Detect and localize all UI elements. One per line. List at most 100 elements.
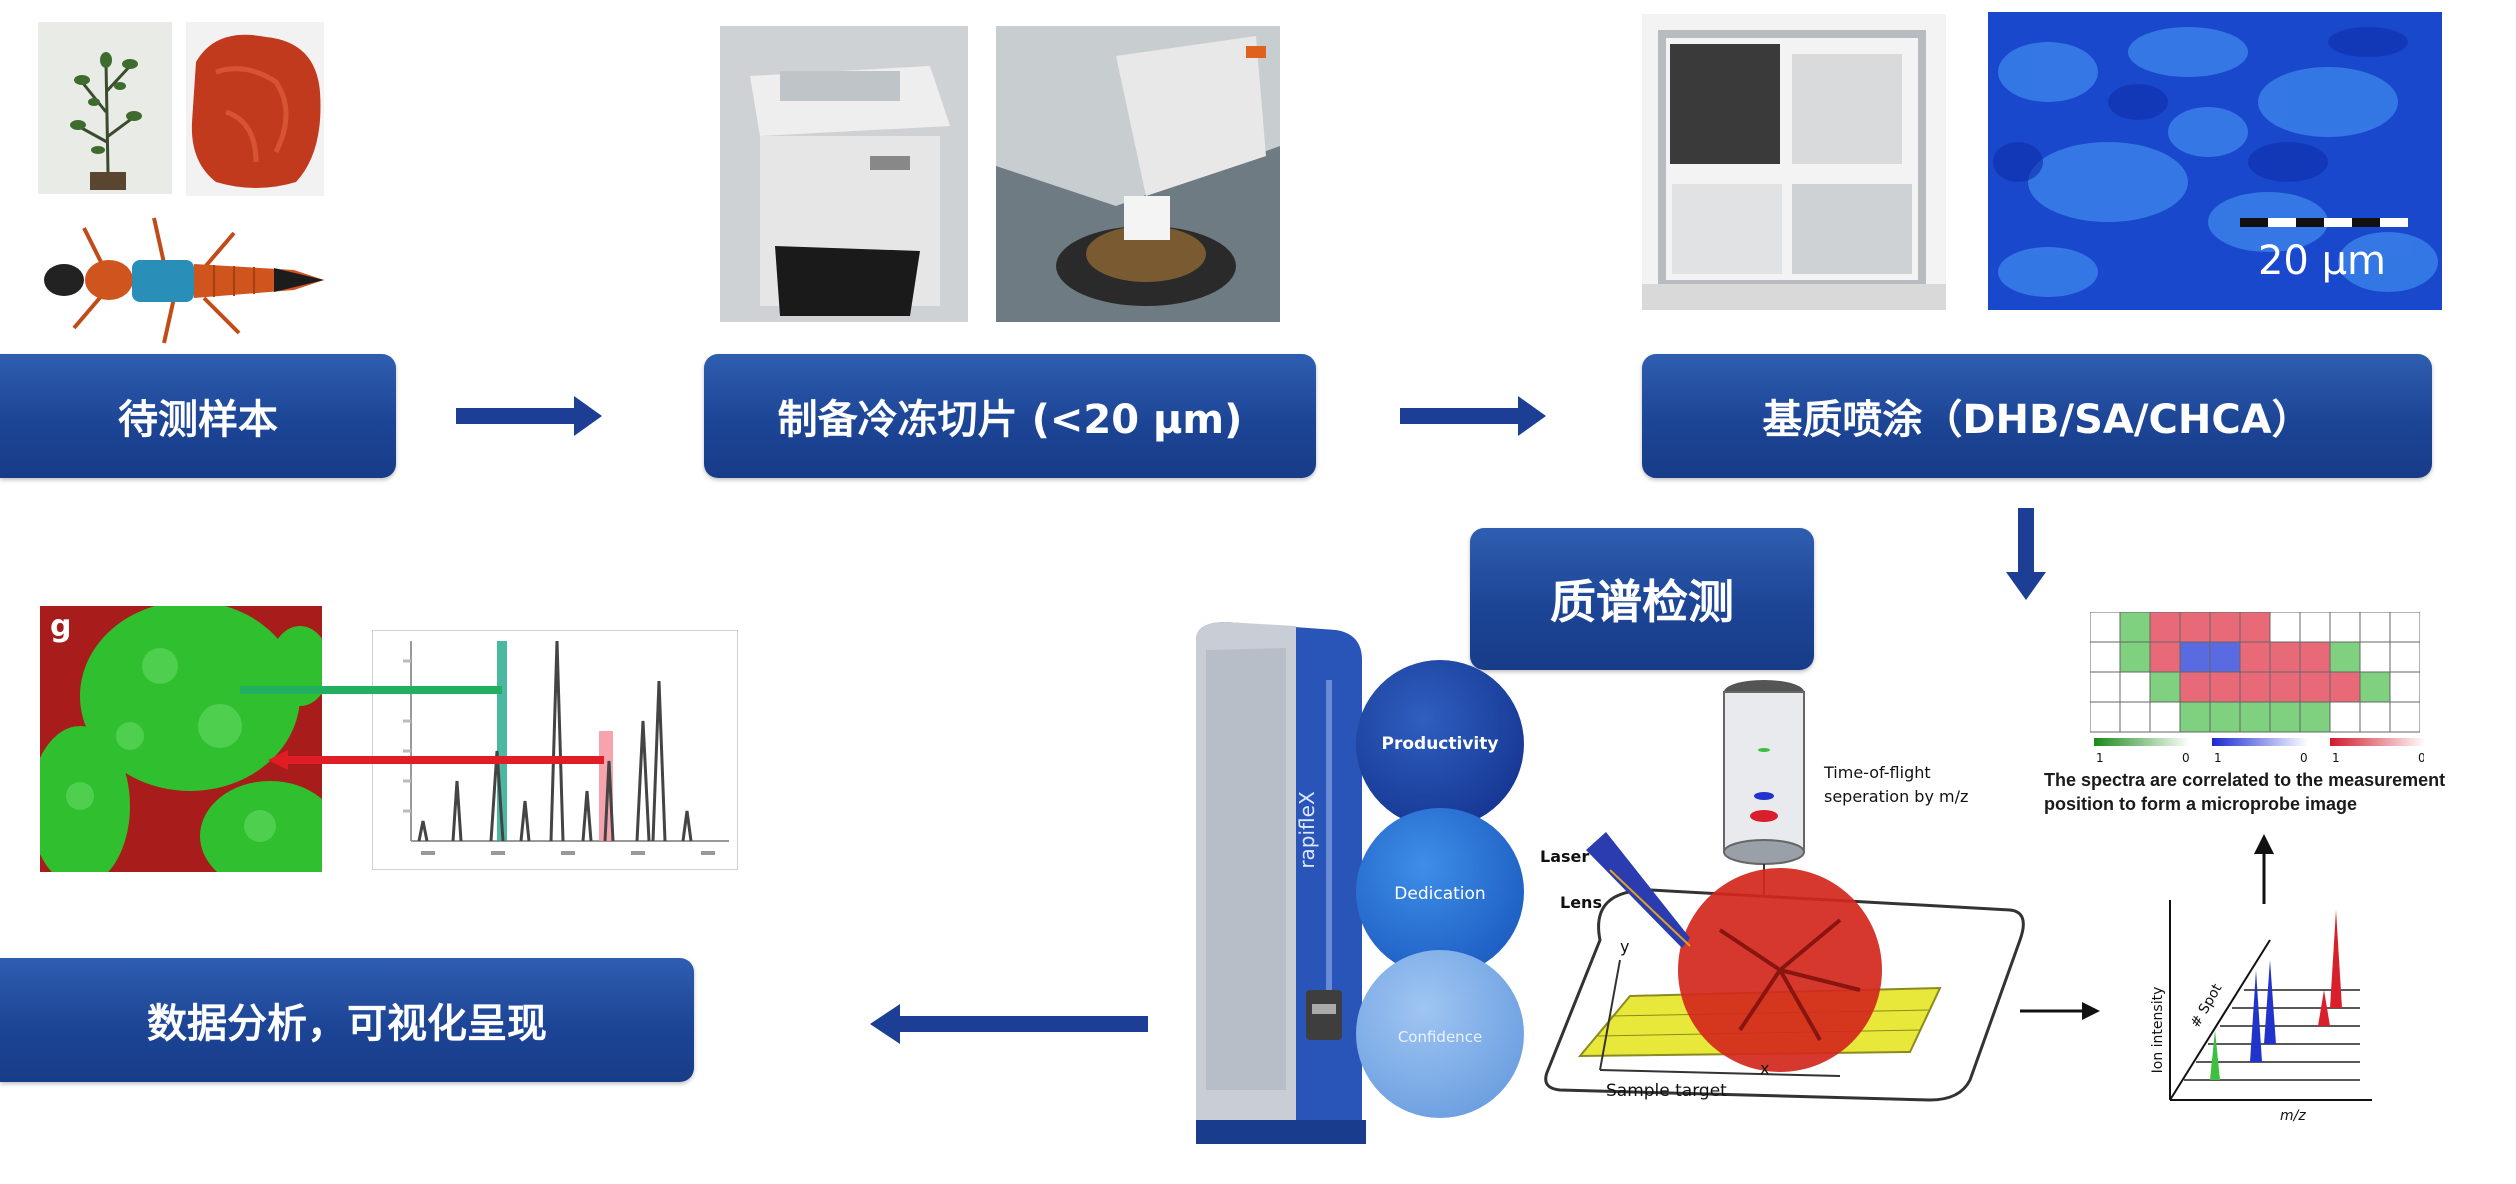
grid-cell (2299, 671, 2331, 703)
step-matrix-box: 基质喷涂（DHB/SA/CHCA） (1642, 354, 2432, 478)
spectrum-panel (372, 630, 738, 870)
step-analysis-box: 数据分析，可视化呈现 (0, 958, 694, 1082)
step-sample-label: 待测样本 (118, 397, 278, 443)
pillar-productivity-label: Productivity (1381, 734, 1499, 754)
grid-cell (2239, 612, 2271, 643)
tissue-photo (186, 22, 324, 196)
grid-cell (2359, 641, 2391, 673)
axis-x-label: x (1760, 1059, 1769, 1078)
grid-cell (2119, 701, 2151, 733)
ion-correlation-lines (240, 686, 604, 770)
arrow-down (2006, 508, 2046, 600)
grid-cell (2299, 701, 2331, 733)
grid-cell (2359, 612, 2391, 643)
correlation-caption-line1: The spectra are correlated to the measur… (2044, 770, 2446, 790)
scale-bar-label: 20 μm (2258, 238, 2386, 284)
instrument-brand: rapifleX (1295, 791, 1319, 869)
microtome-closeup-photo (996, 26, 1280, 322)
correlation-caption-line2: position to form a microprobe image (2044, 794, 2358, 814)
grid-cell (2299, 612, 2331, 643)
beetle-photo (34, 208, 324, 350)
legend-blue-low: 0 (2300, 751, 2308, 765)
grid-cell (2239, 671, 2271, 703)
grid-cell (2119, 641, 2151, 673)
grid-cell (2179, 671, 2211, 703)
lens-label: Lens (1560, 893, 1602, 912)
grid-cell (2239, 701, 2271, 733)
grid-cell (2359, 671, 2391, 703)
step-section-box: 制备冷冻切片 (<20 μm) (704, 354, 1316, 478)
matrix-coating-image: 20 μm (1988, 12, 2442, 310)
grid-cell (2179, 612, 2211, 643)
microprobe-grid (2090, 612, 2420, 733)
grid-cell (2389, 612, 2420, 643)
arrow-left (870, 1004, 1148, 1044)
grid-cell (2239, 641, 2271, 673)
grid-cell (2209, 641, 2241, 673)
axis-y-label: y (1620, 937, 1629, 956)
laser-label: Laser (1540, 847, 1589, 866)
grid-cell (2329, 641, 2361, 673)
grid-cell (2269, 612, 2301, 643)
tof-label-line2: seperation by m/z (1824, 787, 1968, 806)
grid-cell (2090, 612, 2121, 643)
grid-cell (2329, 701, 2361, 733)
step-matrix-label: 基质喷涂（DHB/SA/CHCA） (1762, 397, 2312, 443)
grid-cell (2090, 701, 2121, 733)
pillar-dedication (1356, 808, 1524, 976)
legend-red-low: 0 (2418, 751, 2424, 765)
spectra-spot-label: # Spot (2188, 981, 2226, 1031)
grid-cell (2149, 612, 2181, 643)
grid-cell (2119, 612, 2151, 643)
spectra-stack-plot: Ion intensity # Spot m/z (2150, 900, 2372, 1124)
step-ms-label: 质谱检测 (1550, 575, 1734, 629)
grid-cell (2359, 701, 2391, 733)
grid-legend: 1 0 1 0 1 0 (2094, 738, 2426, 768)
grid-cell (2329, 671, 2361, 703)
grid-cell (2389, 641, 2420, 673)
plant-photo (38, 22, 172, 194)
grid-cell (2209, 612, 2241, 643)
legend-red-high: 1 (2332, 751, 2340, 765)
step-analysis-label: 数据分析，可视化呈现 (147, 1001, 547, 1047)
arrow-right-2 (1400, 396, 1546, 436)
legend-blue-high: 1 (2214, 751, 2222, 765)
grid-cell (2209, 701, 2241, 733)
sample-target-label: Sample target (1606, 1081, 1727, 1101)
step-section-label: 制备冷冻切片 (<20 μm) (777, 397, 1243, 443)
grid-cell (2269, 641, 2301, 673)
step-sample-box: 待测样本 (0, 354, 396, 478)
panel-letter: g (50, 609, 71, 644)
ion-image: g (40, 606, 322, 872)
grid-cell (2389, 701, 2420, 733)
cryostat-photo (720, 26, 968, 322)
rapiflex-instrument: rapifleX (1186, 620, 1366, 1150)
grid-cell (2119, 671, 2151, 703)
grid-cell (2269, 671, 2301, 703)
tof-label-line1: Time-of-flight (1823, 763, 1931, 782)
grid-cell (2149, 641, 2181, 673)
grid-cell (2179, 641, 2211, 673)
spectra-y-label: Ion intensity (2150, 987, 2166, 1074)
arrow-up (2254, 834, 2274, 904)
legend-green-high: 1 (2096, 751, 2104, 765)
legend-green-low: 0 (2182, 751, 2190, 765)
spectra-x-label: m/z (2280, 1108, 2306, 1124)
maldi-schematic: Time-of-flight seperation by m/z Laser L… (1540, 680, 2025, 1102)
matrix-sprayer-photo (1642, 14, 1946, 310)
step-ms-box: 质谱检测 (1470, 528, 1814, 670)
grid-cell (2149, 671, 2181, 703)
grid-cell (2090, 671, 2121, 703)
arrow-to-spectra (2020, 1002, 2100, 1020)
pillar-confidence (1356, 950, 1524, 1118)
pillar-confidence-label: Confidence (1397, 1028, 1483, 1046)
grid-cell (2269, 701, 2301, 733)
grid-cell (2149, 701, 2181, 733)
grid-cell (2389, 671, 2420, 703)
grid-cell (2299, 641, 2331, 673)
pillar-dedication-label: Dedication (1394, 884, 1486, 904)
grid-cell (2179, 701, 2211, 733)
pillar-productivity (1356, 660, 1524, 828)
arrow-right-1 (456, 396, 602, 436)
grid-cell (2329, 612, 2361, 643)
